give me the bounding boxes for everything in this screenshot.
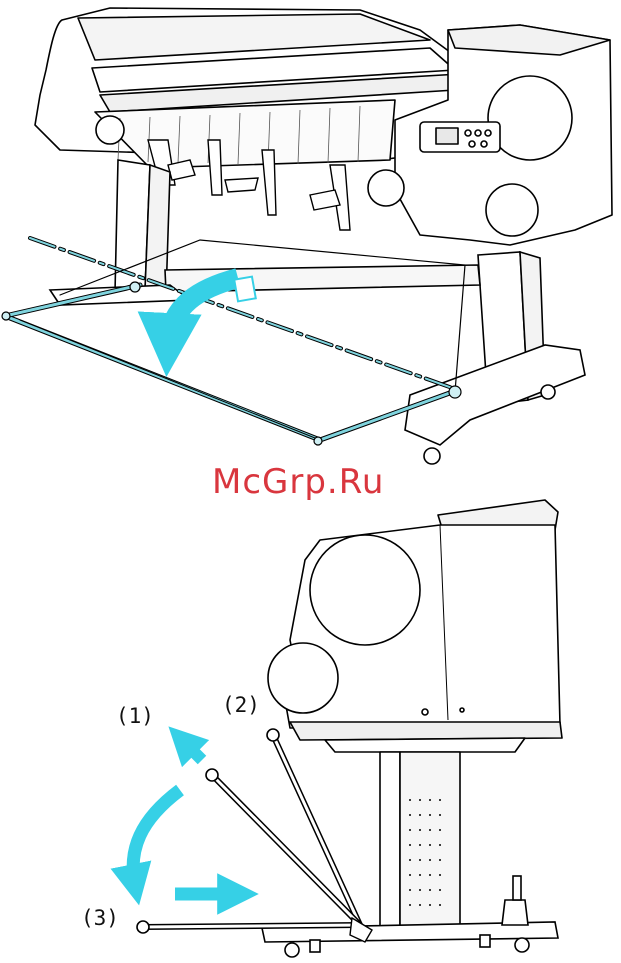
- watermark-text: McGrp.Ru: [212, 462, 384, 502]
- basket-arms: [137, 729, 372, 942]
- position-label-2: (2): [222, 693, 260, 717]
- position-label-1: (1): [116, 704, 154, 728]
- printer-side-view: [268, 500, 562, 930]
- position-arrows-icon: [133, 740, 238, 894]
- position-label-3: (3): [81, 906, 119, 930]
